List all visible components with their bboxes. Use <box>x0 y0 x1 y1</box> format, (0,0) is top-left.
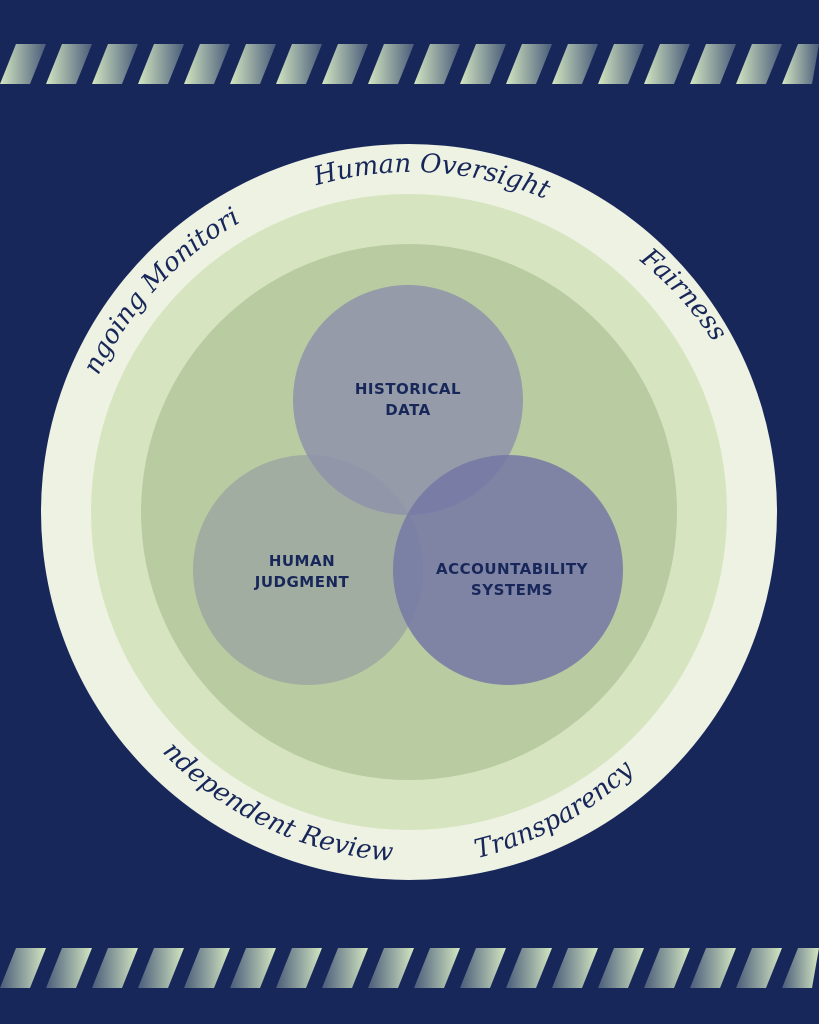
stripe <box>46 948 92 988</box>
stripe <box>184 44 230 84</box>
venn-label-systems: SYSTEMS <box>471 581 553 599</box>
stripe <box>782 44 819 84</box>
stripe <box>276 44 322 84</box>
venn-circle-historical-data <box>293 285 523 515</box>
venn-label-human: HUMAN <box>269 552 335 570</box>
venn-circle-accountability-systems <box>393 455 623 685</box>
stripe <box>0 948 46 988</box>
stripe <box>138 44 184 84</box>
stripe <box>690 948 736 988</box>
stripe <box>736 948 782 988</box>
stripe <box>736 44 782 84</box>
venn-circle-human-judgment <box>193 455 423 685</box>
decorative-stripe-band-top <box>0 44 819 84</box>
stripe <box>414 44 460 84</box>
stripe <box>322 44 368 84</box>
stripe <box>690 44 736 84</box>
stripe <box>368 44 414 84</box>
decorative-stripe-band-bottom <box>0 948 819 988</box>
stripe <box>184 948 230 988</box>
stripe <box>782 948 819 988</box>
stripe <box>230 44 276 84</box>
stripe <box>322 948 368 988</box>
stripe <box>0 44 46 84</box>
stripe <box>46 44 92 84</box>
stripe <box>644 948 690 988</box>
stripe <box>506 44 552 84</box>
venn-label-judgment: JUDGMENT <box>254 573 350 591</box>
stripe <box>460 44 506 84</box>
stripe <box>506 948 552 988</box>
stripe <box>460 948 506 988</box>
venn-label-historical: HISTORICAL <box>355 380 461 398</box>
stripe <box>92 44 138 84</box>
venn-label-data: DATA <box>385 401 431 419</box>
venn-diagram: HISTORICAL DATA HUMAN JUDGMENT ACCOUNTAB… <box>193 285 623 685</box>
stripe <box>644 44 690 84</box>
stripe <box>230 948 276 988</box>
stripe <box>92 948 138 988</box>
stripe <box>414 948 460 988</box>
stripe <box>552 44 598 84</box>
stripe <box>552 948 598 988</box>
stripe <box>368 948 414 988</box>
stripe <box>598 948 644 988</box>
stripe <box>138 948 184 988</box>
venn-label-accountability: ACCOUNTABILITY <box>436 560 589 578</box>
stripe <box>598 44 644 84</box>
stripe <box>276 948 322 988</box>
